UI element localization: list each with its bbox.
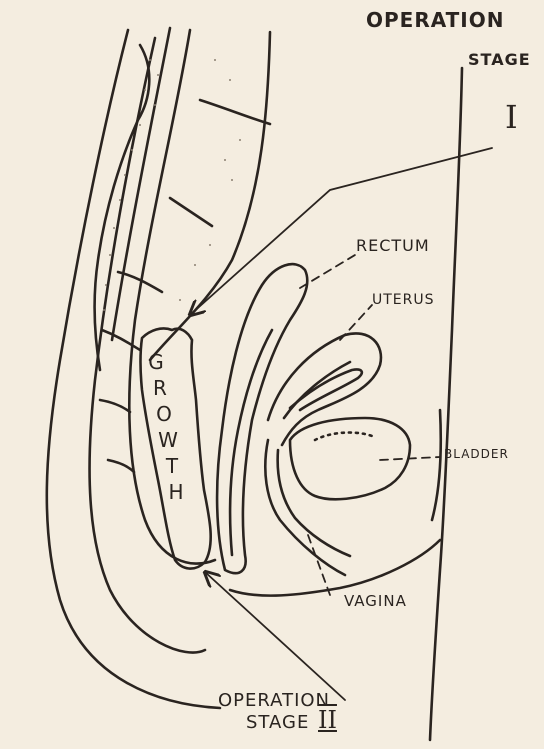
vertebra-divider-5	[100, 400, 130, 412]
operation-stage-2-numeral: II	[318, 706, 337, 734]
operation-stage-2-title: OPERATION	[218, 690, 330, 711]
bladder-inner	[315, 433, 372, 440]
growth-letter-w: W	[158, 428, 178, 452]
vertebra-divider-6	[108, 460, 134, 472]
operation-stage-1-stage: STAGE	[468, 50, 531, 69]
vagina-label: VAGINA	[344, 592, 407, 610]
vagina-inner	[278, 450, 350, 556]
operation-stage-1-title: OPERATION	[366, 8, 504, 32]
growth-letter-o: O	[154, 402, 174, 426]
back-inner-outline	[90, 38, 205, 653]
bladder-leader	[380, 457, 440, 460]
stage-1-arrow	[190, 148, 492, 315]
spine-back-wall	[112, 28, 170, 340]
rectum-label: RECTUM	[356, 236, 430, 255]
vertebra-divider-1	[200, 100, 270, 124]
growth-letter-h: H	[166, 480, 186, 504]
sacrum-posterior-wall	[150, 32, 270, 360]
pubic-wall	[432, 410, 441, 520]
operation-stage-1-numeral: I	[505, 98, 518, 136]
uterus-label: UTERUS	[372, 292, 435, 308]
vertebra-divider-2	[170, 198, 212, 226]
abdominal-wall	[430, 68, 462, 740]
growth-letter-r: R	[150, 376, 170, 400]
bladder-outline	[290, 418, 410, 499]
growth-letter-g: G	[146, 350, 166, 374]
growth-letter-t: T	[162, 454, 182, 478]
operation-stage-2-stage: STAGE	[246, 712, 309, 733]
bladder-label: BLADDER	[444, 447, 509, 461]
uterus-outer	[268, 333, 381, 445]
rectum-inner	[230, 330, 272, 555]
